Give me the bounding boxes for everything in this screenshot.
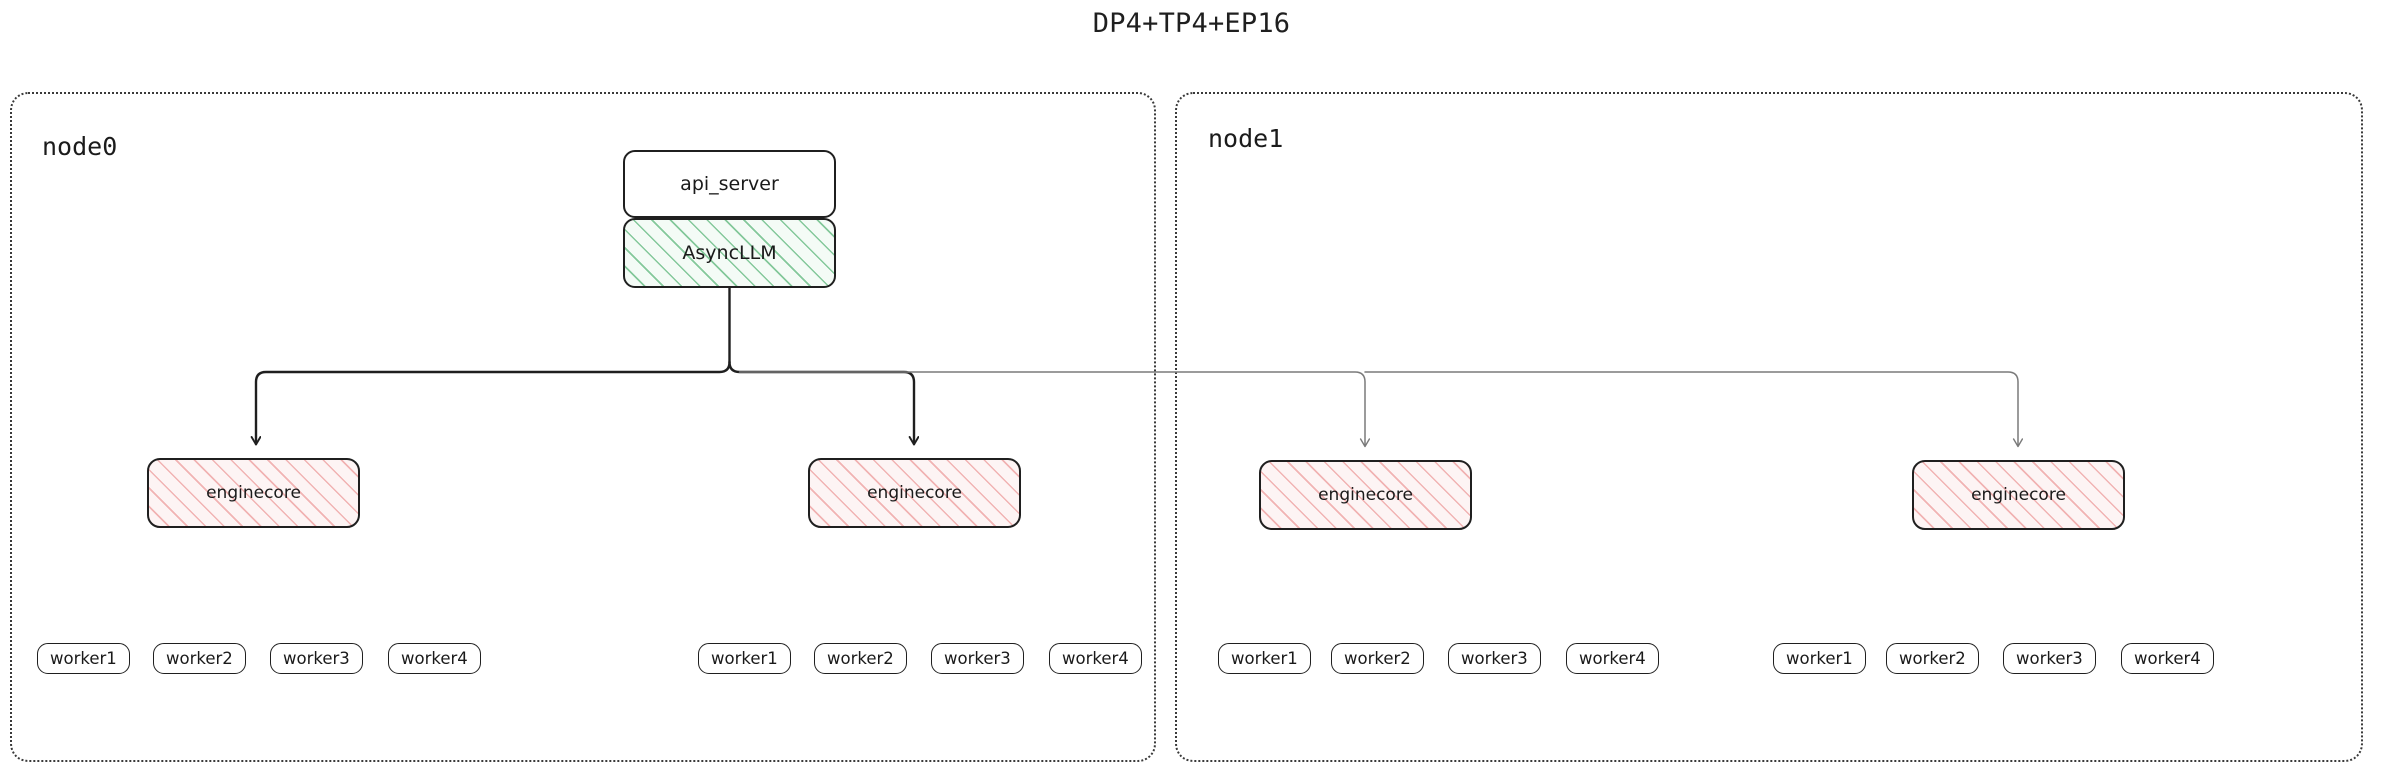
node0-label: node0 [42,132,118,161]
worker-node0-2-1[interactable]: worker1 [698,643,791,674]
worker-node0-1-4[interactable]: worker4 [388,643,481,674]
enginecore-node0-2[interactable]: enginecore [808,458,1021,528]
worker-node1-2-4[interactable]: worker4 [2121,643,2214,674]
enginecore-node1-1[interactable]: enginecore [1259,460,1472,530]
worker-node1-2-2[interactable]: worker2 [1886,643,1979,674]
worker-node1-2-1[interactable]: worker1 [1773,643,1866,674]
async-llm-box[interactable]: AsyncLLM [623,218,836,288]
worker-label: worker2 [1344,649,1411,668]
worker-label: worker3 [1461,649,1528,668]
worker-label: worker4 [1579,649,1646,668]
worker-label: worker1 [1786,649,1853,668]
worker-label: worker2 [1899,649,1966,668]
async-llm-label: AsyncLLM [682,242,777,264]
worker-label: worker3 [944,649,1011,668]
worker-node0-1-3[interactable]: worker3 [270,643,363,674]
worker-node0-1-1[interactable]: worker1 [37,643,130,674]
worker-node1-1-4[interactable]: worker4 [1566,643,1659,674]
enginecore-label: enginecore [1971,485,2066,505]
worker-label: worker4 [2134,649,2201,668]
page-title: DP4+TP4+EP16 [1092,8,1291,39]
worker-label: worker1 [1231,649,1298,668]
enginecore-label: enginecore [867,483,962,503]
api-server-box[interactable]: api_server [623,150,836,218]
worker-label: worker1 [711,649,778,668]
worker-node0-1-2[interactable]: worker2 [153,643,246,674]
worker-label: worker4 [401,649,468,668]
enginecore-node1-2[interactable]: enginecore [1912,460,2125,530]
node1-label: node1 [1208,124,1284,153]
worker-label: worker4 [1062,649,1129,668]
worker-node0-2-2[interactable]: worker2 [814,643,907,674]
worker-node0-2-4[interactable]: worker4 [1049,643,1142,674]
worker-node1-1-3[interactable]: worker3 [1448,643,1541,674]
enginecore-label: enginecore [1318,485,1413,505]
enginecore-node0-1[interactable]: enginecore [147,458,360,528]
worker-node1-1-2[interactable]: worker2 [1331,643,1424,674]
worker-node1-2-3[interactable]: worker3 [2003,643,2096,674]
api-server-label: api_server [680,173,779,195]
worker-label: worker3 [283,649,350,668]
worker-node1-1-1[interactable]: worker1 [1218,643,1311,674]
enginecore-label: enginecore [206,483,301,503]
worker-label: worker2 [827,649,894,668]
worker-label: worker3 [2016,649,2083,668]
worker-label: worker2 [166,649,233,668]
worker-label: worker1 [50,649,117,668]
worker-node0-2-3[interactable]: worker3 [931,643,1024,674]
